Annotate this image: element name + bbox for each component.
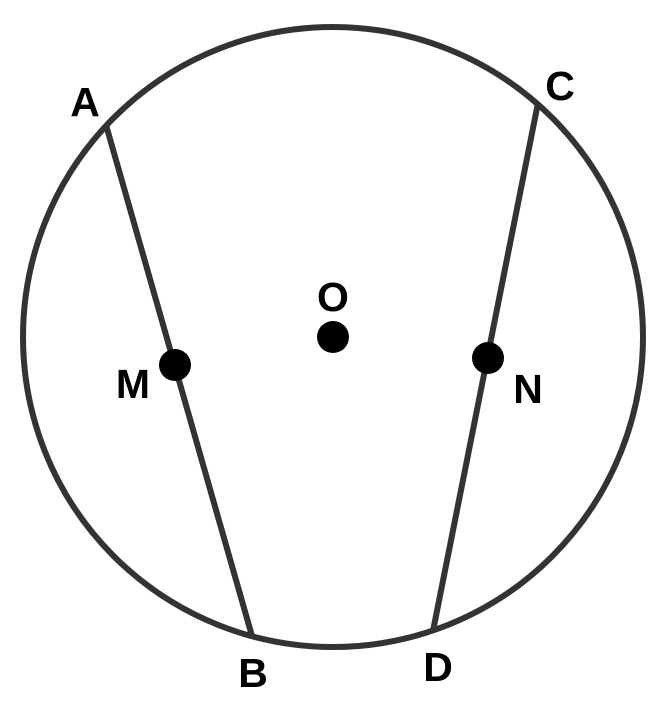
midpoint-n (472, 342, 504, 374)
label-b: B (238, 650, 268, 696)
label-n: N (513, 366, 543, 412)
label-o: O (317, 274, 349, 320)
label-c: C (545, 63, 575, 109)
chord-ab (103, 124, 255, 637)
label-a: A (70, 79, 100, 125)
midpoint-m (159, 349, 191, 381)
label-m: M (116, 361, 150, 407)
circle-o (20, 24, 646, 650)
center-point-o (317, 321, 349, 353)
label-d: D (423, 644, 453, 690)
